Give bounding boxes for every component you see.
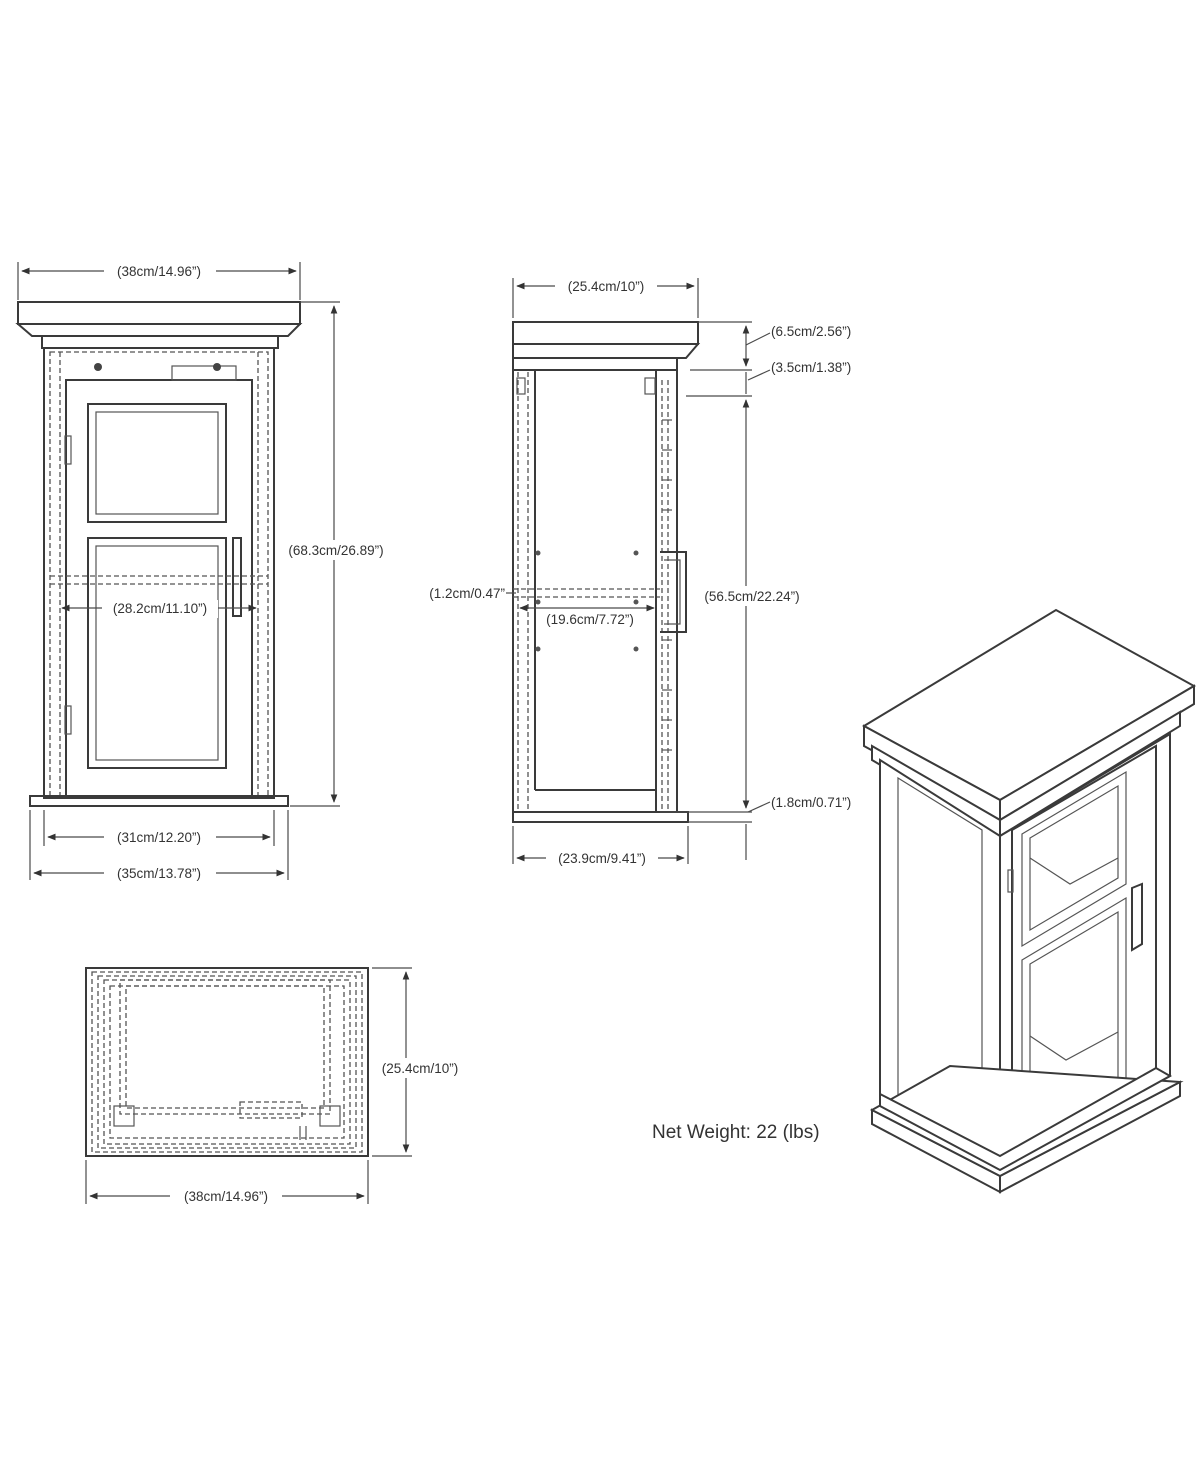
side-base-height-label: (1.8cm/0.71”) bbox=[771, 795, 851, 810]
front-view-dimensions bbox=[17, 261, 398, 883]
front-height-label: (68.3cm/26.89”) bbox=[288, 543, 383, 558]
top-view bbox=[85, 967, 369, 1157]
side-cap-height-label: (3.5cm/1.38”) bbox=[771, 360, 851, 375]
isometric-view bbox=[861, 608, 1197, 1194]
side-shelf-depth-label: (19.6cm/7.72”) bbox=[546, 612, 634, 627]
front-top-width-label: (38cm/14.96”) bbox=[117, 264, 201, 279]
side-crown-height-label: (6.5cm/2.56”) bbox=[771, 324, 851, 339]
front-base-width-label: (35cm/13.78”) bbox=[117, 866, 201, 881]
front-view bbox=[15, 301, 303, 807]
side-base-depth-label: (23.9cm/9.41”) bbox=[558, 851, 646, 866]
side-interior-height-label: (56.5cm/22.24”) bbox=[704, 589, 799, 604]
front-inner-width-label: (28.2cm/11.10”) bbox=[113, 601, 207, 616]
net-weight-label: Net Weight: 22 (lbs) bbox=[652, 1122, 820, 1143]
side-view bbox=[512, 321, 701, 823]
top-view-depth-label: (25.4cm/10”) bbox=[382, 1061, 459, 1076]
top-view-dimensions bbox=[85, 967, 470, 1206]
front-door-width-label: (31cm/12.20”) bbox=[117, 830, 201, 845]
side-top-depth-label: (25.4cm/10”) bbox=[568, 279, 645, 294]
side-view-dimensions bbox=[506, 276, 812, 868]
top-view-width-label: (38cm/14.96”) bbox=[184, 1189, 268, 1204]
side-shelf-thickness-label: (1.2cm/0.47” bbox=[429, 586, 505, 601]
